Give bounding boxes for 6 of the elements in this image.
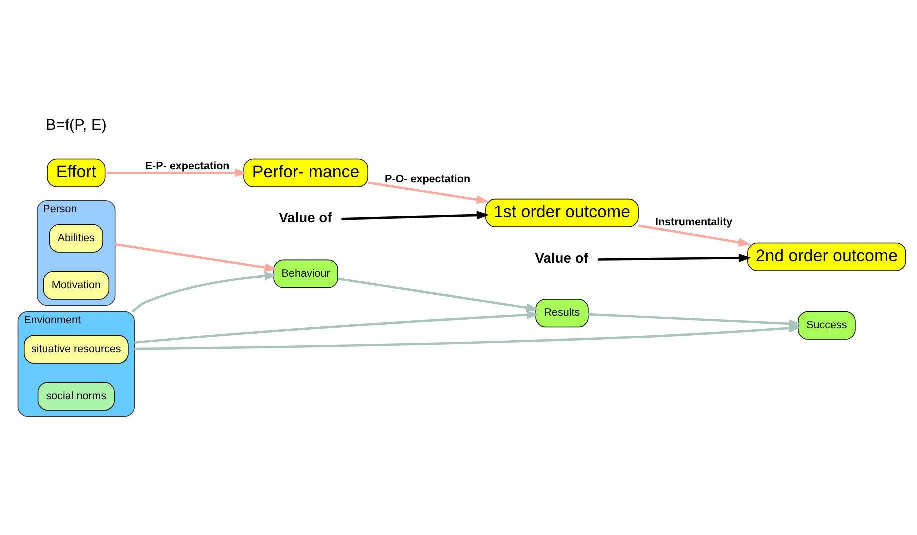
edge-label: P-O- expectation [384, 174, 470, 186]
edge-label: Instrumentality [654, 216, 732, 229]
label: B=f(P, E) [45, 116, 106, 134]
node-text: Value of [278, 210, 332, 226]
edge-label: E-P- expectation [144, 160, 230, 172]
node-text: Value of [534, 250, 588, 266]
